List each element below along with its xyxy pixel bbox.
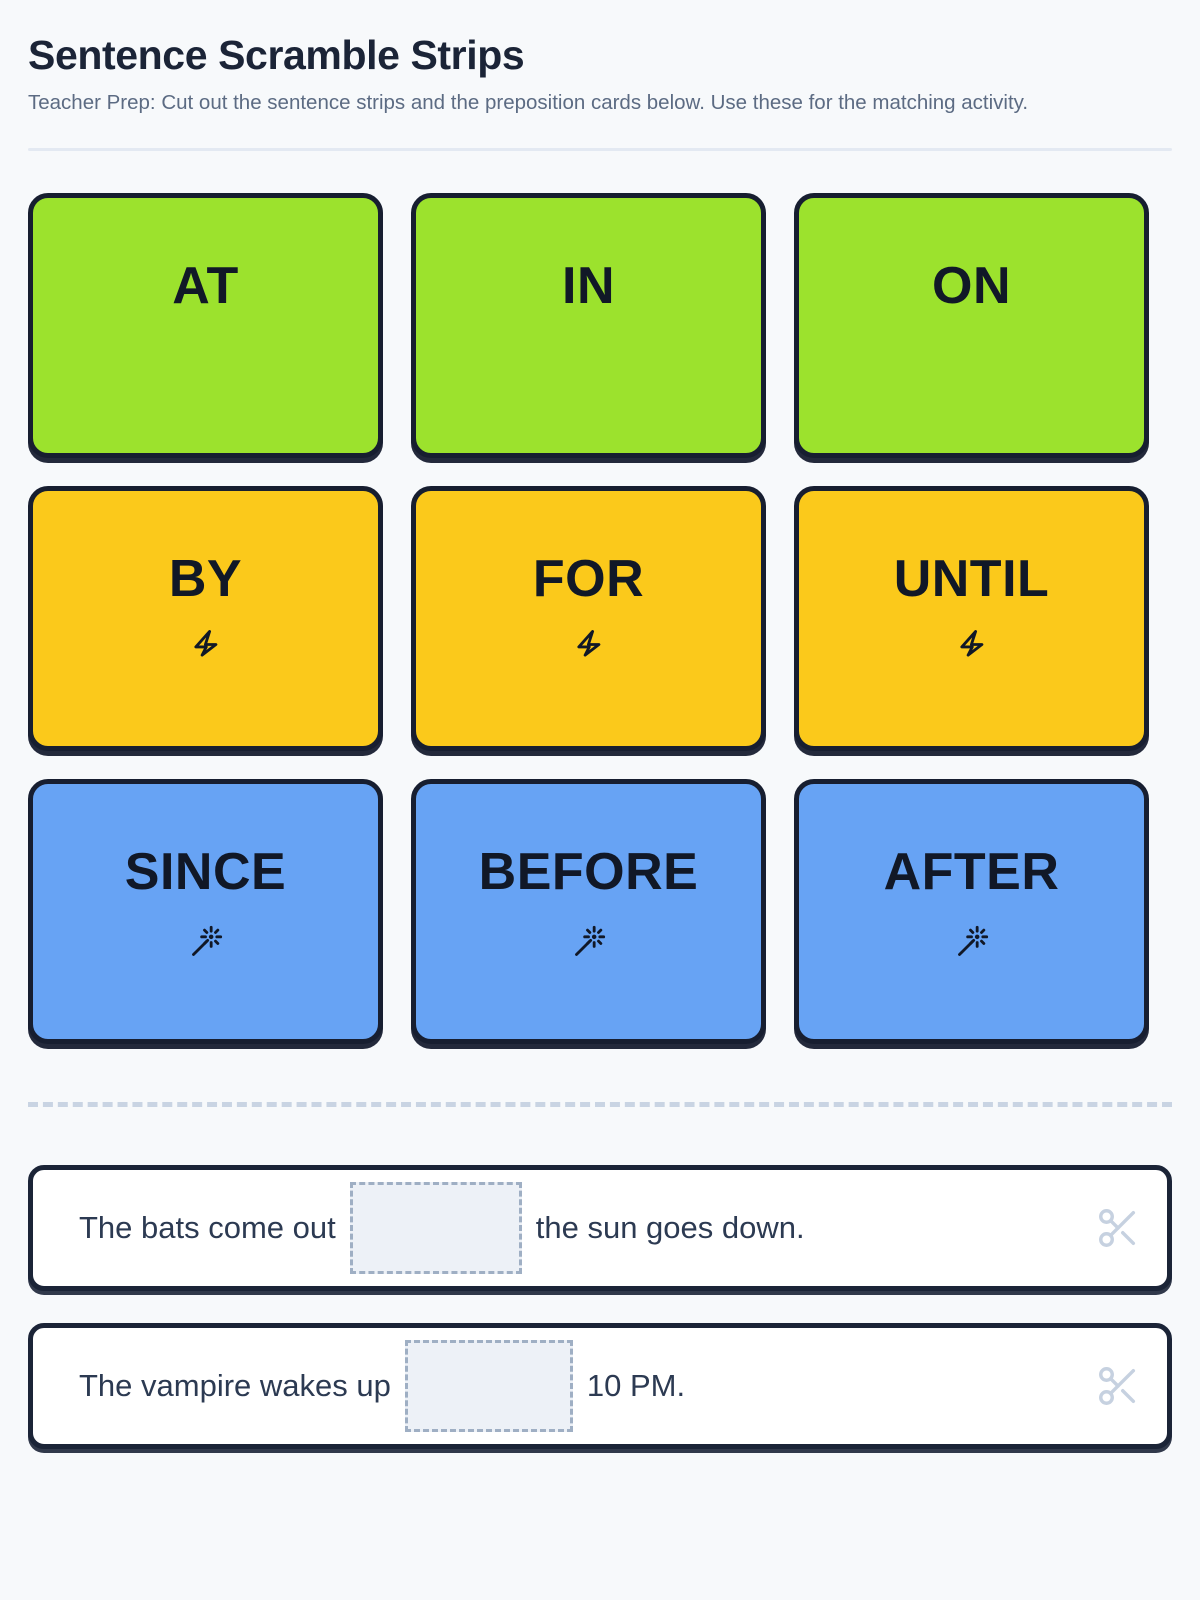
- magic-wand-icon: [567, 920, 611, 964]
- sentence-text-before-blank: The vampire wakes up: [79, 1368, 391, 1404]
- sentence-blank-slot[interactable]: [404, 1339, 573, 1432]
- preposition-card-label: SINCE: [124, 842, 287, 901]
- sentence-text-before-blank: The bats come out: [79, 1210, 336, 1246]
- preposition-card-by[interactable]: BY: [28, 485, 383, 751]
- sentence-text-after-blank: the sun goes down.: [535, 1210, 805, 1246]
- lightning-bolt-icon: [567, 627, 611, 671]
- cut-line-divider: [28, 1101, 1172, 1107]
- header-divider: [28, 147, 1172, 151]
- preposition-card-label: FOR: [532, 549, 645, 608]
- preposition-card-before[interactable]: BEFORE: [411, 778, 766, 1044]
- sentence-strip-text: The bats come out the sun goes down.: [79, 1181, 1083, 1274]
- header: Sentence Scramble Strips Teacher Prep: C…: [28, 28, 1172, 151]
- sentence-blank-slot[interactable]: [349, 1181, 522, 1274]
- sentence-strip[interactable]: The bats come out the sun goes down.: [28, 1164, 1172, 1291]
- lightning-bolt-icon: [184, 627, 228, 671]
- page-title: Sentence Scramble Strips: [28, 32, 525, 78]
- preposition-card-in[interactable]: IN: [411, 192, 766, 458]
- preposition-card-label: ON: [932, 256, 1011, 315]
- preposition-card-until[interactable]: UNTIL: [794, 485, 1149, 751]
- preposition-card-for[interactable]: FOR: [411, 485, 766, 751]
- sentence-strips-section: The bats come out the sun goes down. The…: [28, 1164, 1172, 1449]
- lightning-bolt-icon: [950, 627, 994, 671]
- sentence-strip-text: The vampire wakes up 10 PM.: [79, 1339, 1083, 1432]
- preposition-card-at[interactable]: AT: [28, 192, 383, 458]
- magic-wand-icon: [184, 920, 228, 964]
- preposition-card-label: AFTER: [883, 842, 1060, 901]
- preposition-card-grid: AT IN ON BY FOR UNTIL: [28, 192, 1172, 1044]
- scissors-icon: [1095, 1205, 1141, 1251]
- sentence-text-after-blank: 10 PM.: [586, 1368, 686, 1404]
- preposition-card-label: BEFORE: [478, 842, 699, 901]
- scissors-icon: [1095, 1363, 1141, 1409]
- magic-wand-icon: [950, 920, 994, 964]
- preposition-card-label: UNTIL: [893, 549, 1050, 608]
- preposition-card-since[interactable]: SINCE: [28, 778, 383, 1044]
- sentence-strip[interactable]: The vampire wakes up 10 PM.: [28, 1322, 1172, 1449]
- preposition-card-on[interactable]: ON: [794, 192, 1149, 458]
- preposition-card-label: BY: [168, 549, 243, 608]
- preposition-card-after[interactable]: AFTER: [794, 778, 1149, 1044]
- preposition-card-label: AT: [172, 256, 239, 315]
- preposition-card-label: IN: [562, 256, 615, 315]
- page-subtitle: Teacher Prep: Cut out the sentence strip…: [28, 91, 1029, 115]
